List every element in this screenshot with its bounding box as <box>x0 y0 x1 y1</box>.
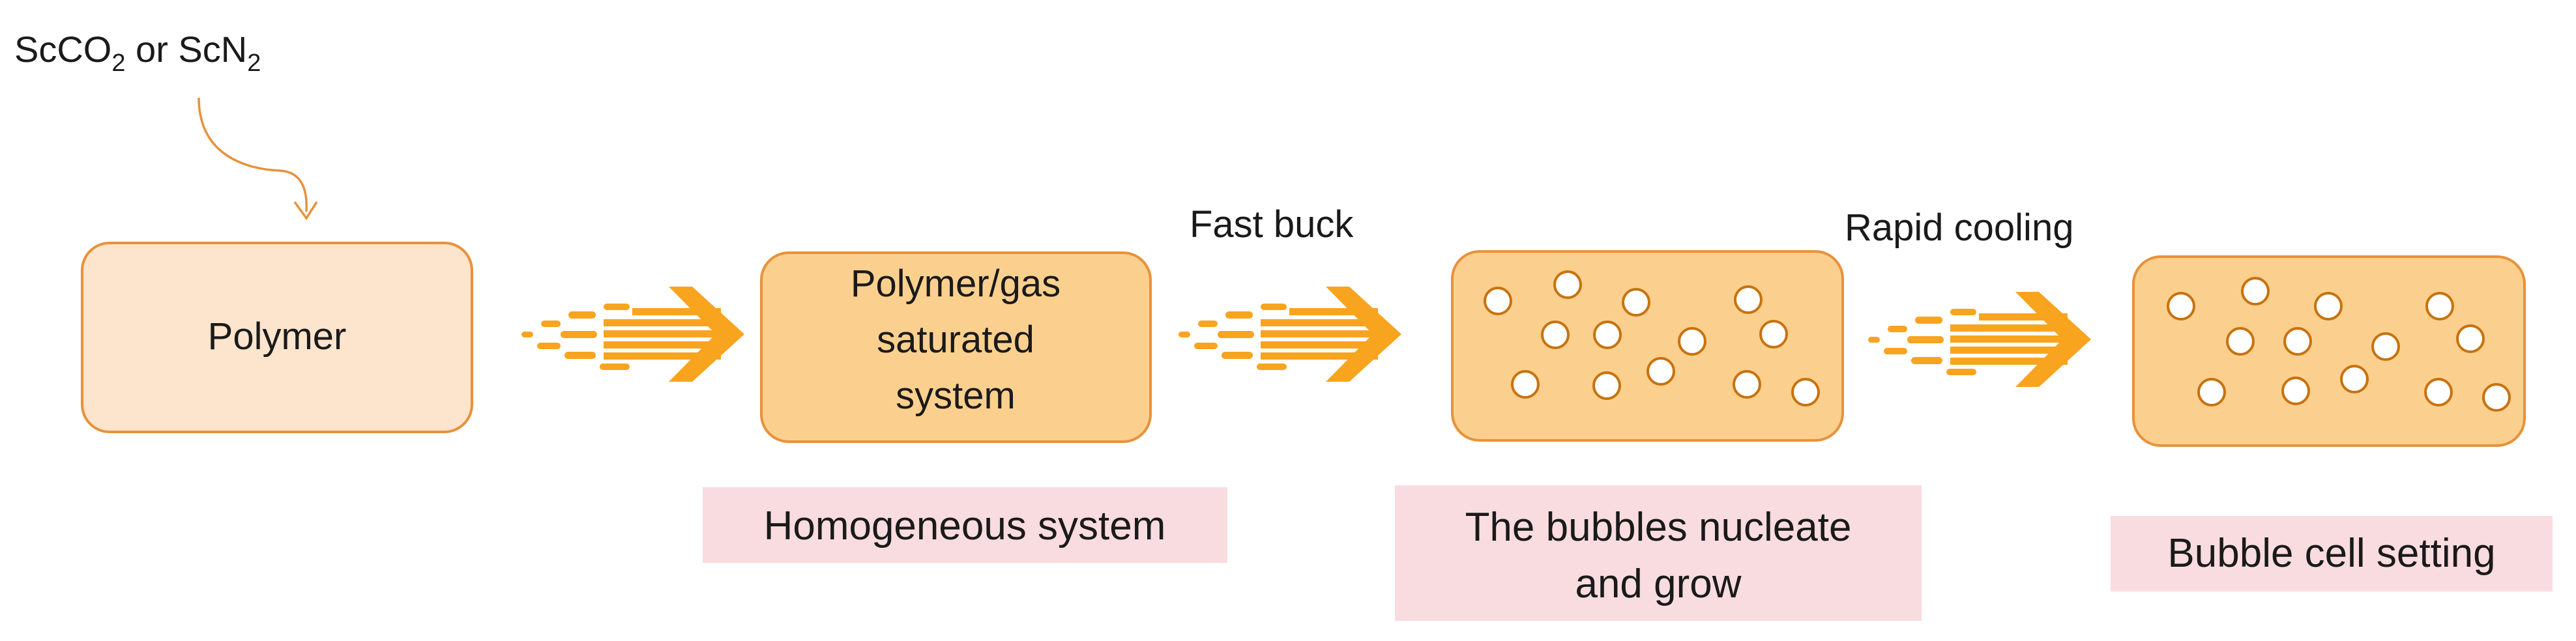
setting-note: Bubble cell setting <box>2167 531 2495 576</box>
set-bubbles <box>2167 277 2511 412</box>
saturated-system-box <box>760 251 1152 443</box>
gas-feed-arrowhead <box>293 201 318 221</box>
nucleation-box <box>1451 250 1844 442</box>
setting-note-bg <box>2111 516 2553 591</box>
nucleating-bubbles <box>1484 270 1820 406</box>
gas-feed-arrow <box>198 97 308 212</box>
fast-buck-label: Fast buck <box>1190 203 1354 246</box>
polymer-label: Polymer <box>208 315 347 358</box>
nucleate-note-line-2: and grow <box>1575 562 1741 606</box>
saturated-label-line-2: saturated <box>877 319 1034 361</box>
rapid-cooling-label: Rapid cooling <box>1845 207 2073 249</box>
saturated-label-line-3: system <box>896 375 1016 417</box>
polymer-box <box>81 242 473 433</box>
flow-arrow-2 <box>1178 287 1401 382</box>
saturated-label-line-1: Polymer/gas <box>851 263 1061 305</box>
flow-arrow-1 <box>521 287 744 382</box>
homogeneous-note: Homogeneous system <box>764 504 1166 548</box>
homogeneous-note-bg <box>703 487 1227 563</box>
nucleate-note-line-1: The bubbles nucleate <box>1465 505 1852 550</box>
gas-label: ScCO2 or ScN2 <box>14 29 261 77</box>
nucleate-note-bg <box>1395 485 1922 621</box>
flow-arrow-3 <box>1868 292 2091 387</box>
